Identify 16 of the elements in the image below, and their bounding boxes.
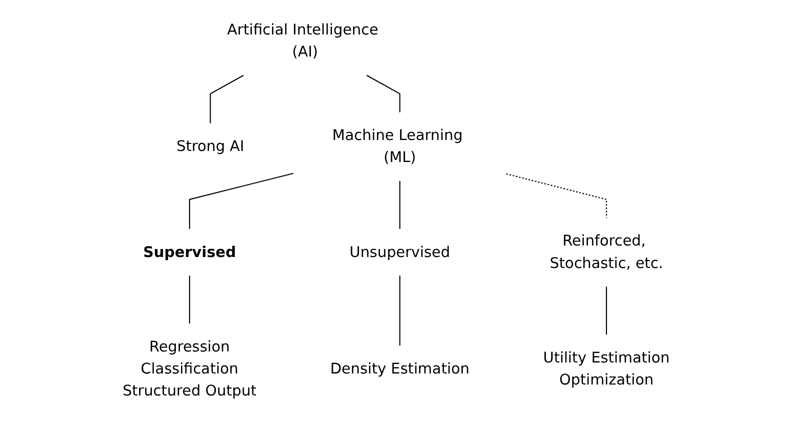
connector: [399, 276, 400, 346]
node-text: Artificial Intelligence (AI): [227, 21, 378, 61]
node-text: Strong AI: [176, 138, 244, 156]
node-text: Unsupervised: [350, 244, 450, 261]
node-text: Regression Classification Structured Output: [122, 338, 256, 400]
node-text: Machine Learning (ML): [332, 126, 463, 166]
connector: [606, 286, 607, 335]
connector: [189, 172, 294, 229]
connector: [399, 181, 400, 229]
node-text: Density Estimation: [330, 360, 470, 378]
node-text: Reinforced, Stochastic, etc.: [550, 232, 664, 272]
node-text: Supervised: [143, 244, 236, 261]
connector: [366, 74, 400, 112]
connector: [506, 173, 607, 218]
connector: [189, 276, 190, 324]
node-text: Utility Estimation Optimization: [543, 349, 670, 389]
